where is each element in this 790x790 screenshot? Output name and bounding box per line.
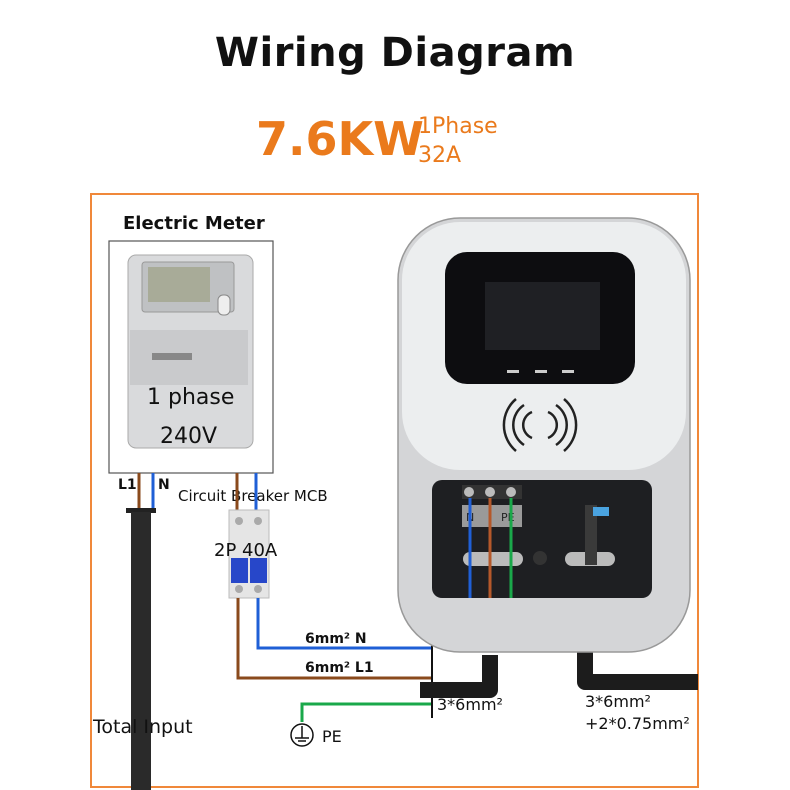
phase-rating: 1Phase [418, 114, 498, 139]
neutral-wire-label: 6mm² N [305, 631, 367, 647]
current-rating: 32A [418, 143, 462, 168]
pe-label: PE [322, 727, 342, 746]
terminal-pe-label: PE [501, 511, 515, 524]
cable-clamp [126, 508, 156, 513]
output-cable-label-1: 3*6mm² [585, 692, 651, 711]
output-cable-label-2: +2*0.75mm² [585, 714, 690, 733]
n-label: N [158, 477, 170, 493]
rfid-icon [502, 398, 578, 452]
total-input-cable [131, 512, 151, 790]
diagram-frame [90, 193, 699, 788]
neutral-wire [256, 598, 432, 650]
input-cable-label: 3*6mm² [437, 695, 503, 714]
meter-label: Electric Meter [123, 213, 265, 234]
breaker-rating: 2P 40A [214, 540, 278, 561]
circuit-breaker-icon [228, 509, 270, 599]
input-cable [420, 655, 498, 698]
line-wire-label: 6mm² L1 [305, 660, 374, 676]
output-cable [577, 650, 698, 690]
earth-wire [300, 702, 432, 722]
electric-meter-icon [127, 254, 254, 449]
power-rating: 7.6KW [256, 112, 424, 166]
ev-charger: N PE [397, 217, 698, 698]
breaker-label: Circuit Breaker MCB [178, 487, 328, 505]
total-input-label: Total Input [92, 716, 193, 738]
line-wire [236, 598, 432, 680]
l1-label: L1 [118, 477, 137, 493]
meter-voltage-text: 240V [160, 424, 217, 449]
diagram-title: Wiring Diagram [214, 30, 576, 76]
ground-icon [290, 723, 314, 747]
meter-phase-text: 1 phase [147, 385, 234, 410]
